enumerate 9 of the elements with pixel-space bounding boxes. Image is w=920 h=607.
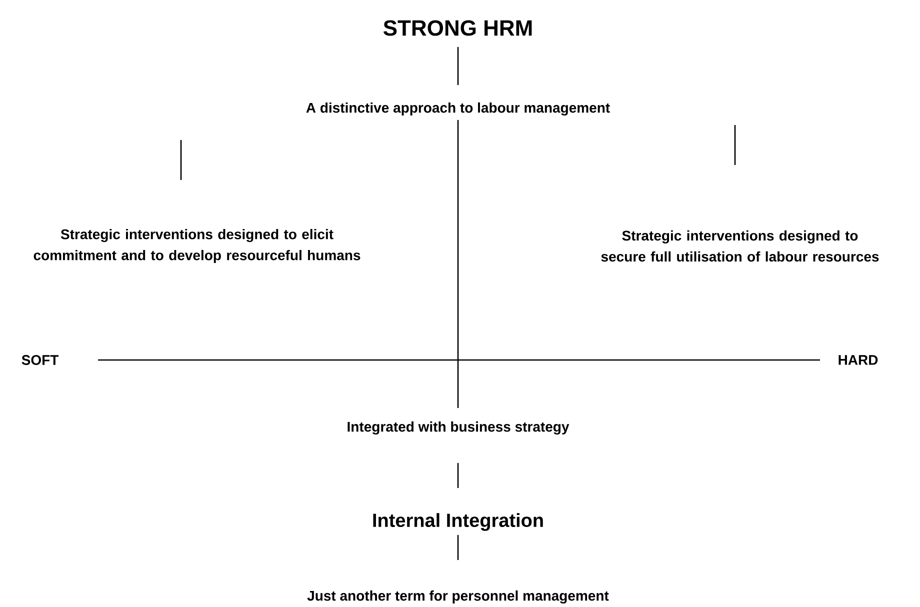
quadrant-label: Strategic interventions designed to secure full utilisation of labour resources [601, 230, 879, 262]
quadrant-label: Strategic interventions designed to elicit commitment and to develop resourceful humans [34, 228, 360, 264]
quadrant-label: Just another term for personnel management [307, 590, 609, 604]
axis-label: HARD [838, 355, 878, 365]
quadrant-label: Integrated with business strategy [348, 421, 570, 435]
axis-heading: Internal Integration [373, 513, 543, 531]
title: STRONG HRM [383, 20, 532, 36]
quadrant-label: A distinctive approach to labour management [306, 102, 610, 116]
axis-label: SOFT [22, 355, 59, 365]
